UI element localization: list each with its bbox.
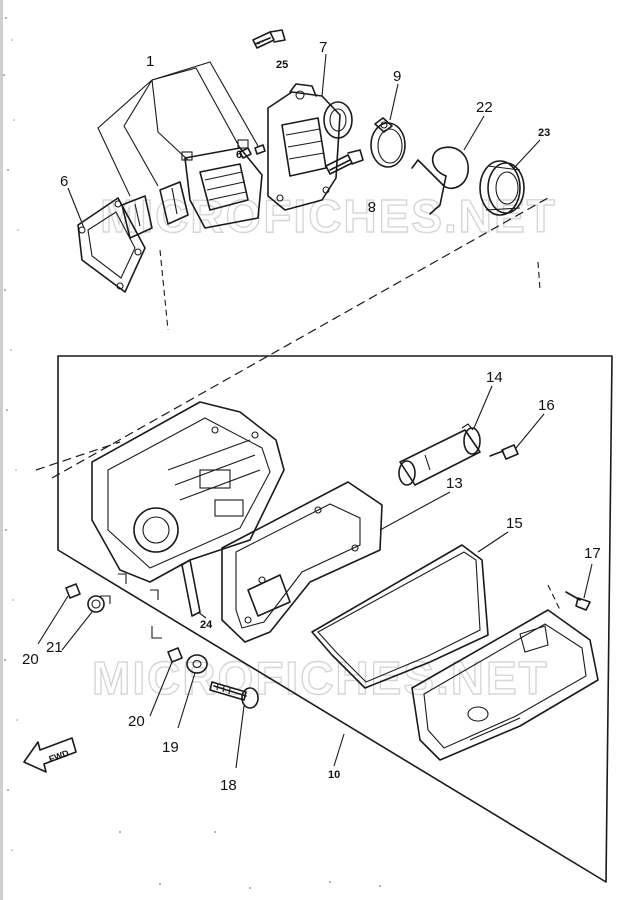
air-cleaner-case [91, 401, 285, 583]
part-7-intake-manifold [267, 83, 353, 211]
part-17-screw [565, 591, 591, 611]
part-16-screw [489, 444, 519, 460]
part-20-collar-left [65, 583, 81, 599]
part-20-collar-lower [167, 647, 183, 663]
cover-dash-line [547, 584, 561, 611]
leader-lines [37, 53, 593, 769]
part-9-hose-clamp [370, 117, 406, 168]
callout-20-left: 20 [22, 651, 39, 668]
callout-16: 16 [538, 397, 555, 414]
fwd-arrow: FWD [23, 737, 77, 773]
scan-dots-bottom [119, 831, 381, 889]
air-cleaner-cover [411, 609, 599, 761]
callout-7: 7 [319, 39, 327, 56]
part-24-drain-tube [181, 559, 201, 617]
part-19-washer [186, 654, 208, 674]
part-15-filter-element [311, 544, 489, 689]
callout-22: 22 [476, 99, 493, 116]
callout-labels: 1 6 6 7 8 9 10 13 14 15 16 17 18 19 20 2… [22, 39, 601, 794]
scan-edge-noise [0, 0, 19, 900]
left-dash-line [35, 441, 121, 471]
callout-17: 17 [584, 545, 601, 562]
callout-8: 8 [368, 198, 376, 215]
upper-left-dash [159, 249, 169, 331]
callout-6-small: 6 [236, 149, 242, 161]
watermark-top: MICROFICHES.NET [100, 190, 557, 242]
part-8-bolt [325, 149, 364, 175]
callout-15: 15 [506, 515, 523, 532]
callout-19: 19 [162, 739, 179, 756]
callout-14: 14 [486, 369, 503, 386]
part-21-grommet [87, 595, 105, 613]
callout-25: 25 [276, 59, 288, 71]
watermark-bottom: MICROFICHES.NET [92, 652, 549, 704]
part-25-bolt [252, 29, 286, 49]
callout-13: 13 [446, 475, 463, 492]
callout-21: 21 [46, 639, 63, 656]
fwd-label: FWD [47, 748, 70, 765]
callout-18: 18 [220, 777, 237, 794]
callout-10: 10 [328, 769, 340, 781]
air-cleaner-panel-frame [57, 355, 613, 883]
callout-9: 9 [393, 68, 401, 85]
upper-short-dash [537, 261, 541, 291]
part-23-rubber-joint [479, 160, 525, 216]
callout-6: 6 [60, 173, 68, 190]
part-22-spring-clip [411, 146, 469, 215]
callout-20-lower: 20 [128, 713, 145, 730]
alignment-brackets [100, 573, 162, 639]
part-18-bolt [209, 681, 259, 709]
callout-24: 24 [200, 619, 213, 631]
part-13-gasket [221, 481, 383, 643]
callout-23: 23 [538, 127, 550, 139]
upper-assembly-dash-line [51, 197, 549, 479]
reed-block-screws [239, 144, 266, 159]
callout-1: 1 [146, 53, 154, 70]
part-6-gasket [77, 197, 146, 293]
reed-petals [121, 181, 189, 239]
part-14-intake-pipe [398, 423, 481, 486]
